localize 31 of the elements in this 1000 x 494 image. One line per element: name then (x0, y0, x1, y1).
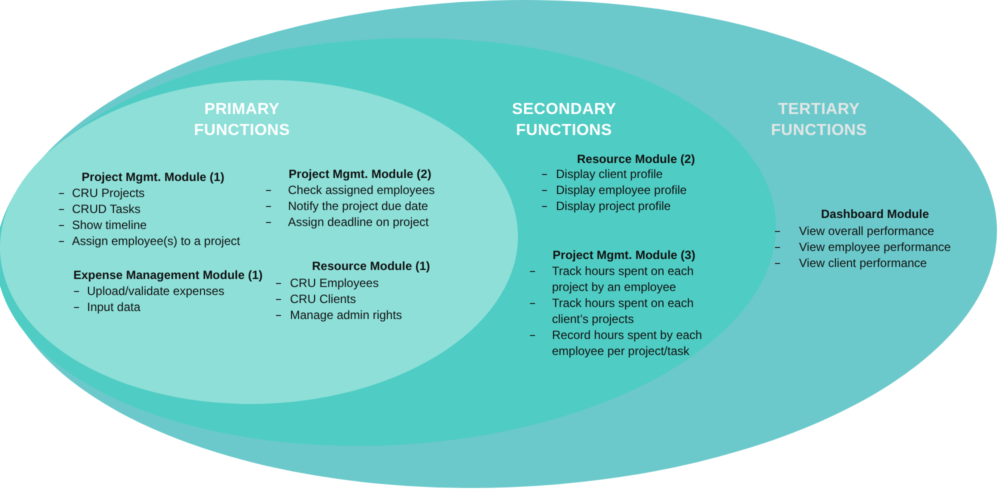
module-heading: Resource Module (2) (576, 151, 696, 167)
list-item: Track hours spent on each client’s projects (552, 295, 695, 327)
module-heading: Resource Module (1) (312, 258, 430, 274)
module-heading: Project Mgmt. Module (1) (82, 169, 224, 185)
list-item: View client performance (799, 255, 927, 271)
section-title: TERTIARY FUNCTIONS (770, 100, 868, 141)
module-heading: Project Mgmt. Module (3) (552, 247, 696, 263)
list-item: Check assigned employees (288, 182, 435, 198)
list-item: View overall performance (799, 223, 934, 239)
module-heading: Expense Management Module (1) (73, 267, 263, 283)
list-item: Assign employee(s) to a project (72, 233, 240, 249)
list-item: Assign deadline on project (288, 214, 429, 230)
list-item: CRU Projects (72, 185, 145, 201)
list-item: Display employee profile (556, 182, 687, 198)
list-item: Display client profile (556, 166, 663, 182)
section-title: SECONDARY FUNCTIONS (512, 100, 616, 141)
list-item: Track hours spent on each project by an employee (552, 263, 695, 295)
list-item: Record hours spent by each employee per project/task (552, 327, 704, 359)
list-item: CRUD Tasks (72, 201, 140, 217)
section-title: PRIMARY FUNCTIONS (194, 100, 290, 141)
list-item: CRU Employees (290, 275, 379, 291)
list-item: Notify the project due date (288, 198, 428, 214)
list-item: View employee performance (799, 239, 951, 255)
list-item: Manage admin rights (290, 307, 402, 323)
list-item: Display project profile (556, 198, 671, 214)
module-heading: Dashboard Module (821, 206, 929, 222)
list-item: Upload/validate expenses (87, 283, 224, 299)
list-item: Input data (87, 299, 140, 315)
module-heading: Project Mgmt. Module (2) (288, 166, 432, 182)
list-item: CRU Clients (290, 291, 356, 307)
list-item: Show timeline (72, 217, 147, 233)
